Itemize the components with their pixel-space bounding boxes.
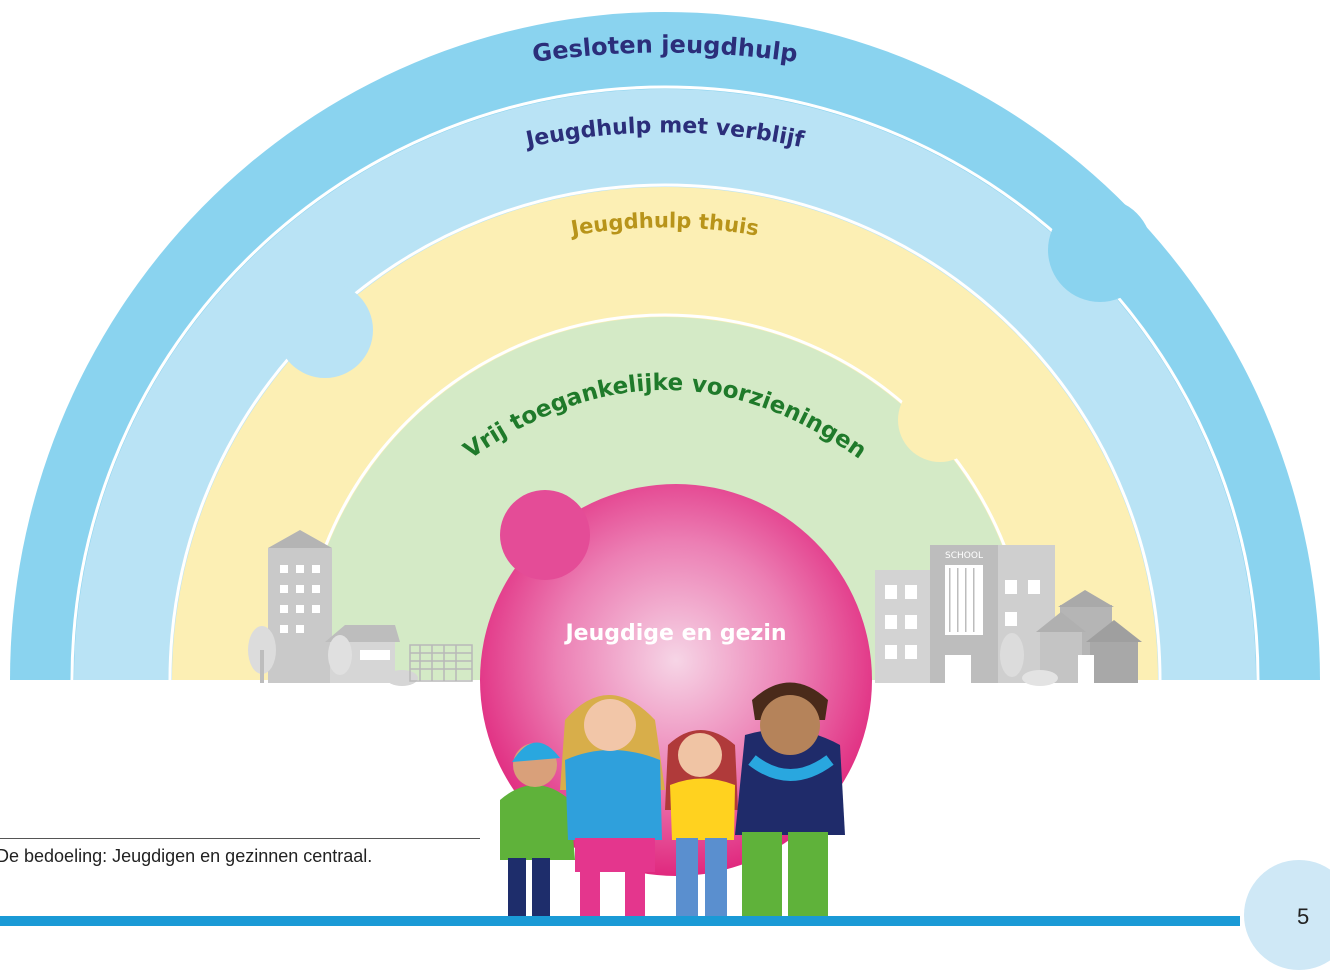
ring-second-knob [1048, 198, 1152, 302]
caption-rule [0, 838, 480, 839]
right-buildings-illustration: SCHOOL [875, 545, 1142, 686]
girl-redhair-figure [665, 730, 738, 916]
page-number: 5 [1297, 904, 1310, 929]
ring-third-divider [298, 313, 1032, 681]
ring-second-divider [168, 183, 1162, 681]
ring-third-knob [277, 282, 373, 378]
left-buildings-illustration [248, 530, 473, 686]
ring-outer-divider [70, 85, 1260, 681]
ring-inner-knob [898, 378, 982, 462]
rainbow-diagram: Gesloten jeugdhulp Jeugdhulp met verblij… [10, 12, 1320, 916]
footer-band [0, 916, 1240, 926]
center-label: Jeugdige en gezin [563, 621, 786, 646]
school-sign: SCHOOL [945, 551, 983, 561]
teen-boy-figure [735, 682, 845, 916]
child-boy-figure [500, 742, 575, 916]
soccer-goal-icon [409, 644, 473, 682]
family-illustration [500, 682, 845, 916]
center-knob [500, 490, 590, 580]
figure-caption: De bedoeling: Jeugdigen en gezinnen cent… [0, 846, 373, 866]
girl-blonde-figure [560, 695, 665, 916]
